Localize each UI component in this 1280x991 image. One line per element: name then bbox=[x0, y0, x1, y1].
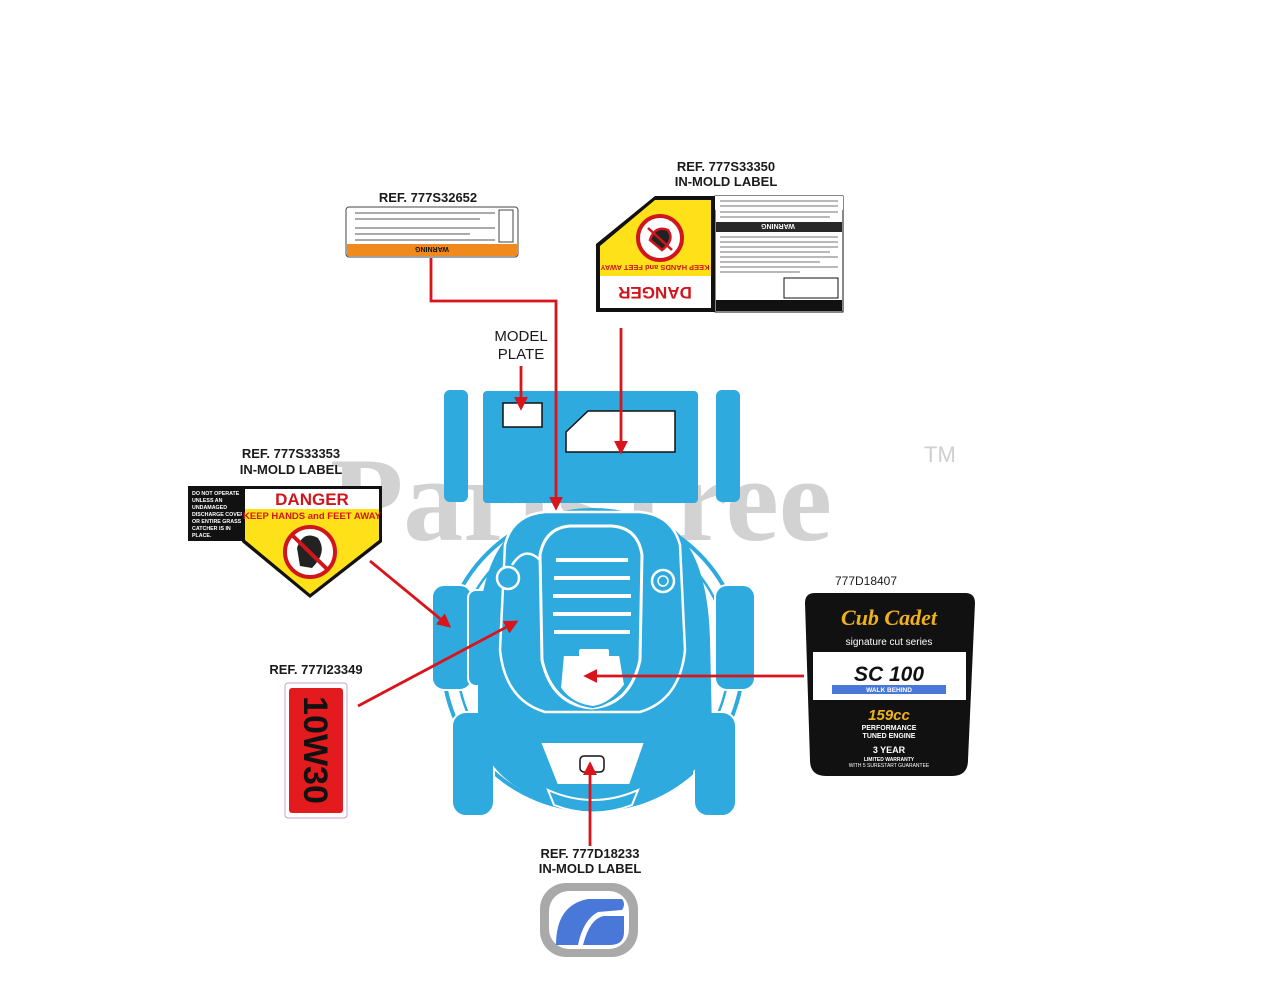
leader-danger-left bbox=[369, 559, 452, 628]
oil-label-text: 10W30 bbox=[296, 696, 334, 804]
prohibited-slash-left bbox=[290, 533, 330, 572]
danger-left-group: REF. 777S33353 IN-MOLD LABEL DO NOT OPER… bbox=[188, 446, 382, 598]
decal-brand: Cub Cadet bbox=[841, 605, 938, 630]
danger-top-warning-band bbox=[716, 222, 842, 232]
decal-warranty-line1: 3 YEAR bbox=[873, 745, 906, 755]
oil-label-ref: REF. 777I23349 bbox=[269, 662, 362, 677]
danger-left-notice-line2: UNLESS AN bbox=[192, 498, 223, 504]
danger-left-band bbox=[245, 489, 379, 509]
danger-top-pictograms bbox=[783, 277, 839, 299]
badge-logo-icon-part bbox=[583, 916, 624, 945]
danger-left-notice-line1: DO NOT OPERATE bbox=[192, 491, 240, 497]
danger-left-ref: REF. 777S33353 bbox=[242, 446, 340, 461]
wheel-front-right bbox=[714, 584, 756, 691]
badge-ref: REF. 777D18233 bbox=[540, 846, 639, 861]
danger-top-word: DANGER bbox=[618, 283, 692, 302]
wheel-front-left bbox=[431, 584, 473, 691]
decal-blue-bar bbox=[832, 685, 946, 694]
danger-left-sub: KEEP HANDS and FEET AWAY bbox=[243, 511, 382, 522]
decal-group: 777D18407 Cub Cadet signature cut series… bbox=[805, 574, 975, 776]
danger-top-text-lines bbox=[720, 200, 838, 273]
decal-ref: 777D18407 bbox=[835, 574, 897, 588]
danger-top-warning-word-2: WARNING bbox=[761, 222, 795, 229]
engine-label-tab bbox=[579, 649, 609, 657]
danger-top-type: IN-MOLD LABEL bbox=[675, 174, 778, 189]
danger-top-ref: REF. 777S33350 bbox=[677, 159, 775, 174]
danger-top-sub: KEEP HANDS and FEET AWAY bbox=[601, 263, 710, 272]
warning-label-band bbox=[347, 244, 517, 256]
oil-label-red bbox=[289, 688, 343, 813]
warning-label-ref: REF. 777S32652 bbox=[379, 190, 477, 205]
danger-left-notice[interactable] bbox=[188, 486, 242, 541]
badge-type: IN-MOLD LABEL bbox=[539, 861, 642, 876]
oil-cap-handle bbox=[510, 552, 541, 566]
handle-right bbox=[716, 390, 740, 502]
danger-left-type: IN-MOLD LABEL bbox=[240, 462, 343, 477]
danger-left-notice-line3: UNDAMAGED bbox=[192, 505, 227, 511]
model-plate-line1: MODEL bbox=[494, 328, 547, 345]
fuel-cap-inner bbox=[657, 575, 669, 587]
danger-top-group: REF. 777S33350 IN-MOLD LABEL DANGER KEEP… bbox=[596, 159, 844, 313]
decal-warranty-line2: LIMITED WARRANTY bbox=[864, 757, 915, 763]
badge-logo-icon bbox=[556, 899, 624, 945]
warning-label-icons bbox=[498, 209, 514, 243]
handle-left bbox=[444, 390, 468, 502]
badge-group: REF. 777D18233 IN-MOLD LABEL bbox=[539, 846, 642, 957]
warning-label-word: WARNING bbox=[415, 245, 449, 252]
warning-label-text-lines bbox=[355, 212, 495, 241]
model-plate-area bbox=[502, 402, 543, 428]
leader-warning bbox=[429, 258, 563, 511]
danger-top-band bbox=[600, 276, 711, 308]
danger-left-notice-line6: CATCHER IS IN bbox=[192, 526, 231, 532]
oil-cap bbox=[495, 565, 521, 591]
danger-left-notice-line5: OR ENTIRE GRASS bbox=[192, 519, 242, 525]
decal-engine-cc: 159cc bbox=[868, 707, 910, 724]
model-plate-group: MODEL PLATE bbox=[494, 328, 547, 363]
leader-oil bbox=[357, 620, 519, 708]
decal-engine-line1: PERFORMANCE bbox=[862, 725, 917, 732]
decal-subtitle: WALK BEHIND bbox=[866, 687, 912, 694]
badge-slot bbox=[579, 755, 605, 773]
cooling-fins bbox=[553, 558, 631, 634]
oil-label-group: REF. 777I23349 10W30 bbox=[269, 662, 363, 819]
decal-warranty-line3: WITH 5 SURESTART GUARANTEE bbox=[849, 763, 930, 769]
danger-left-word: DANGER bbox=[275, 490, 349, 509]
danger-left-notice-line4: DISCHARGE COVER bbox=[192, 512, 244, 518]
model-plate-line2: PLATE bbox=[498, 346, 544, 363]
hand-prohibited-glyph bbox=[647, 227, 673, 252]
danger-top-footer bbox=[716, 300, 842, 311]
decal-model: SC 100 bbox=[854, 663, 924, 686]
leader-lines bbox=[357, 258, 804, 846]
front-bumper bbox=[546, 788, 640, 814]
decal-series: signature cut series bbox=[846, 637, 933, 648]
danger-top-panel-head bbox=[715, 196, 843, 210]
danger-left-notice-line7: PLACE. bbox=[192, 533, 212, 539]
warning-label-group: REF. 777S32652 WARNING bbox=[345, 190, 519, 258]
fuel-cap bbox=[650, 568, 676, 594]
watermark-trademark: TM bbox=[924, 442, 956, 467]
decal-engine-line2: TUNED ENGINE bbox=[863, 733, 916, 740]
